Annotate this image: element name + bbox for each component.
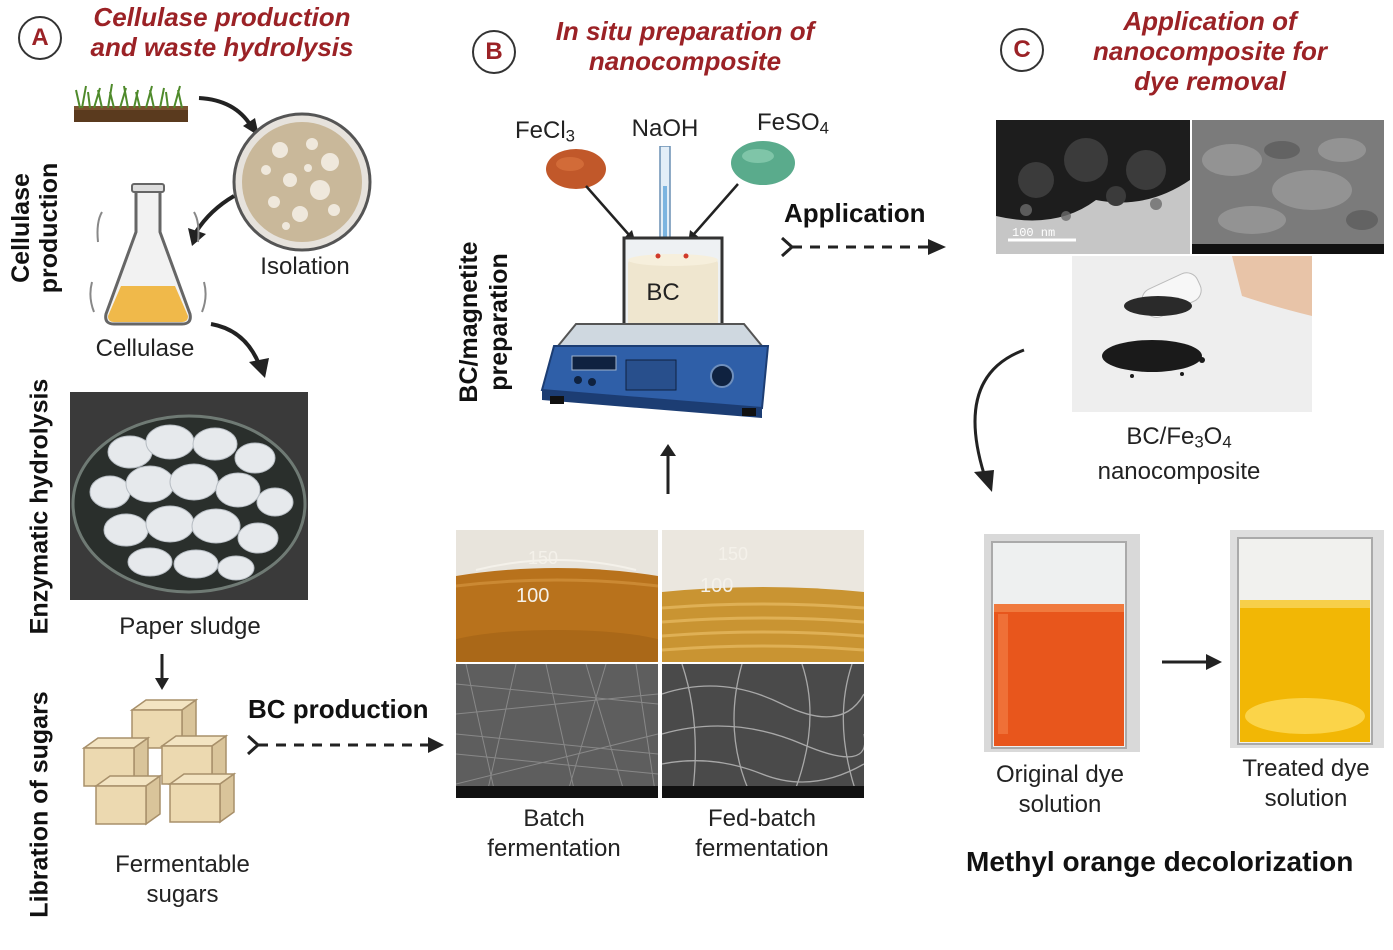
side-bc-line2: preparation [485,253,513,391]
treated-dye-label: Treated dye solution [1218,754,1393,814]
nano-text-o: O [1203,423,1223,450]
fecl3-powder-icon [546,149,606,189]
fecl3-sub: 3 [565,126,575,146]
fedbatch-mark-100: 100 [700,575,733,597]
erlenmeyer-flask-illustration [89,183,207,326]
batch-fermentation-label: Batch fermentation [456,804,652,864]
fedbatch-line1: Fed-batch [707,805,817,832]
fedbatch-line2: fermentation [695,835,829,862]
sugar-cubes-illustration [81,698,237,826]
original-line1: Original dye [995,761,1125,788]
original-dye-beaker-photo [984,534,1140,752]
side-label-bc-magnetite: BC/magnetite preparation [454,222,514,422]
side-label-enzymatic-hydrolysis: Enzymatic hydrolysis [25,378,54,635]
tem-image: 100 nm [996,120,1190,254]
fecl3-label: FeCl3 [500,116,590,151]
nanocomposite-magnet-photo [1072,256,1312,412]
treated-line1: Treated dye [1242,755,1370,782]
arrow-decolorization [1162,654,1222,670]
nano-sub2: 4 [1222,432,1232,452]
side-cellulase-line2: production [35,162,63,294]
treated-line2: solution [1264,785,1348,812]
batch-line2: fermentation [487,835,621,862]
panel-b-title-line1: In situ preparation of [555,16,815,46]
side-label-cellulase-production: Cellulase production [7,153,63,303]
nanocomposite-label: BC/Fe3O4 nanocomposite [1064,422,1294,487]
panel-a-title: Cellulase production and waste hydrolysi… [72,2,372,62]
fermentable-sugars-label: Fermentable sugars [90,850,275,910]
original-dye-label: Original dye solution [972,760,1148,820]
arrow-sludge-to-sugars [155,654,169,690]
cellulase-label: Cellulase [95,335,195,362]
fedbatch-flask-photo: 150 100 [662,530,864,662]
side-cellulase-line1: Cellulase [7,173,35,283]
fedbatch-mark-150: 150 [718,544,748,564]
nanocomposite-line2: nanocomposite [1097,458,1261,486]
bc-production-label: BC production [248,694,429,724]
arrow-application [780,236,946,258]
arrow-cellulase-to-sludge [210,322,269,378]
arrow-up-to-preparation [660,444,676,494]
side-bc-line1: BC/magnetite [455,241,483,403]
fermentable-line1: Fermentable [115,851,250,878]
bc-beaker-label: BC [646,279,680,306]
soil-grass-illustration [74,83,188,122]
batch-sem-image [456,664,658,798]
panel-c-title-line1: Application of [1123,6,1297,36]
arrow-bc-production [246,734,444,756]
application-label: Application [784,198,926,228]
original-line2: solution [1018,791,1102,818]
arrow-nanocomposite-to-dye [973,348,1025,492]
fecl3-text: FeCl [514,117,566,144]
methyl-orange-title: Methyl orange decolorization [966,846,1354,877]
paper-sludge-photo [70,392,308,600]
nanocomposite-line1: BC/Fe3O4 [1064,422,1294,457]
side-label-libration-of-sugars: Libration of sugars [25,691,54,918]
batch-mark-100: 100 [516,585,549,607]
isolation-label: Isolation [260,253,350,280]
paper-sludge-label: Paper sludge [119,613,261,640]
batch-mark-150: 150 [528,548,558,568]
fermentable-line2: sugars [146,881,219,908]
panel-c-title-line2: nanocomposite for [1092,36,1327,66]
feso4-text: FeSO [756,109,820,136]
panel-b-title-line2: nanocomposite [588,46,782,76]
feso4-label: FeSO4 [748,108,838,143]
panel-a-title-line1: Cellulase production [93,2,351,32]
panel-b-title: In situ preparation of nanocomposite [530,16,840,76]
batch-line1: Batch [523,805,585,832]
tem-scale-text: 100 nm [1012,226,1055,240]
naoh-label: NaOH [631,115,699,142]
hotplate-stirrer-illustration [540,146,770,418]
panel-a-badge: A [18,16,62,60]
nano-sub1: 3 [1194,432,1204,452]
fedbatch-fermentation-label: Fed-batch fermentation [662,804,862,864]
panel-c-title-line3: dye removal [1134,66,1286,96]
panel-a-title-line2: and waste hydrolysis [90,32,354,62]
fedbatch-sem-image [662,664,864,798]
nano-text1: BC/Fe [1126,423,1195,450]
nanocomposite-sem-image [1192,120,1384,254]
panel-c-badge: C [1000,28,1044,72]
feso4-sub: 4 [819,118,830,138]
treated-dye-beaker-photo [1230,530,1384,748]
panel-b-badge: B [472,30,516,74]
panel-c-title: Application of nanocomposite for dye rem… [1060,6,1360,96]
feso4-powder-icon [731,141,795,185]
batch-flask-photo: 150 100 [456,530,658,662]
petri-dish-illustration [232,112,372,252]
